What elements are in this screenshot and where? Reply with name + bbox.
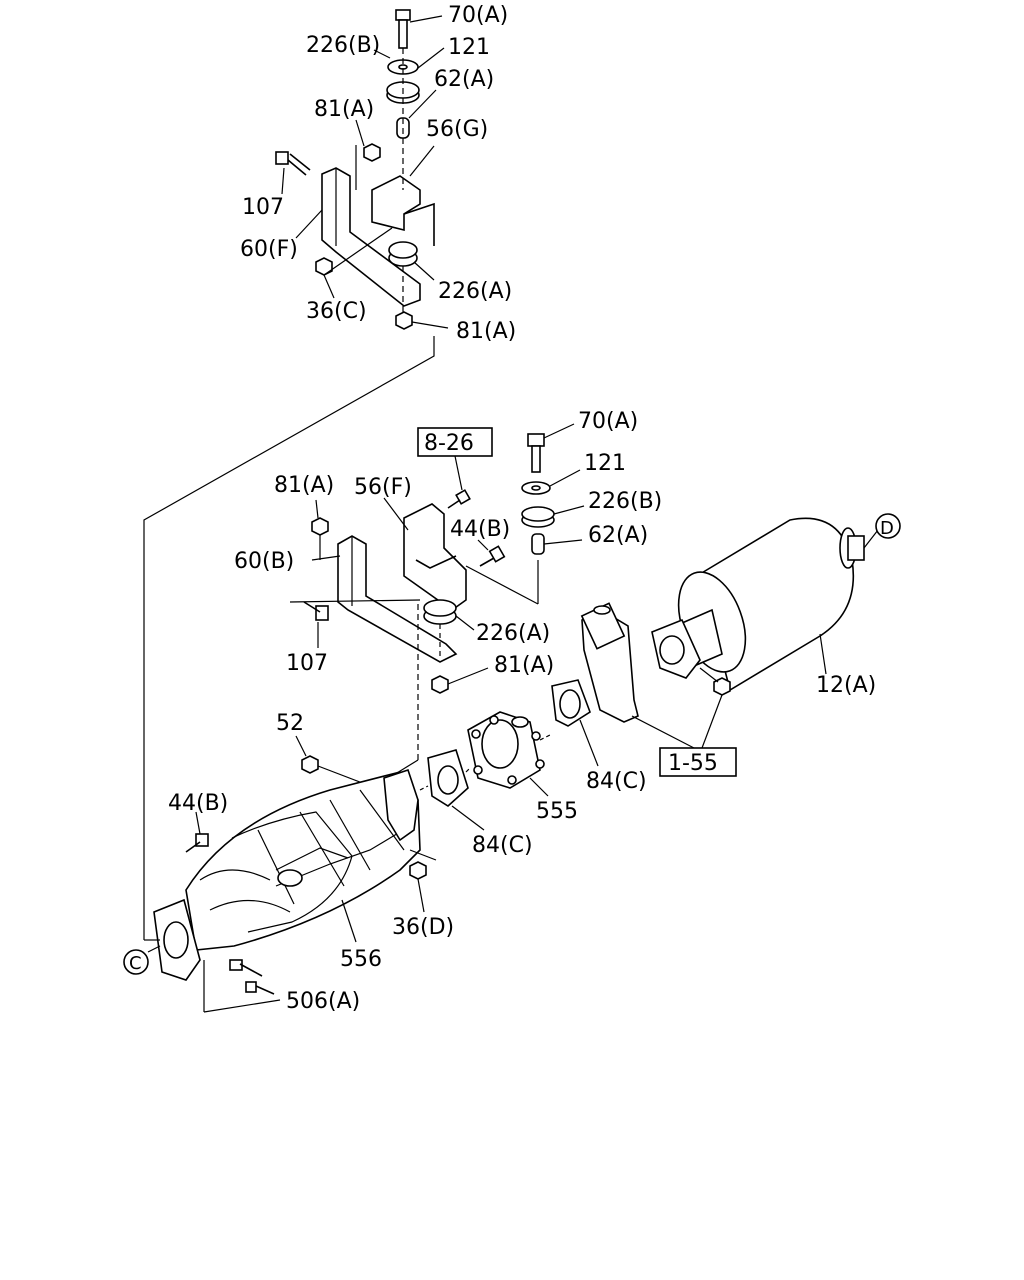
callout-556: 556: [340, 947, 382, 972]
ref-8-26-label: 8-26: [424, 431, 474, 456]
callout-107-mid: 107: [286, 651, 328, 676]
callout-81a-mid-lower: 81(A): [494, 653, 554, 678]
callout-36c-top: 36(C): [306, 299, 367, 324]
callout-226a-mid: 226(A): [476, 621, 550, 646]
callout-52: 52: [276, 711, 304, 736]
top-leader-lines: [281, 15, 449, 329]
callout-121-top: 121: [448, 35, 490, 60]
callout-121-mid: 121: [584, 451, 626, 476]
callout-12a: 12(A): [816, 673, 876, 698]
callout-81a-mid: 81(A): [274, 473, 334, 498]
ref-box-8-26[interactable]: 8-26: [424, 431, 474, 456]
callout-36d: 36(D): [392, 915, 454, 940]
callout-62a-top: 62(A): [434, 67, 494, 92]
callout-60b-mid: 60(B): [234, 549, 294, 574]
connector-c-label: C: [129, 953, 142, 974]
callout-60f-top: 60(F): [240, 237, 298, 262]
callout-506a: 506(A): [286, 989, 360, 1014]
callout-81a-top-lower: 81(A): [456, 319, 516, 344]
connector-d-label: D: [880, 518, 894, 539]
ref-box-1-55[interactable]: 1-55: [668, 751, 718, 776]
callout-81a-top: 81(A): [314, 97, 374, 122]
callout-84c-right: 84(C): [586, 769, 647, 794]
lower-leader-lines: [195, 719, 599, 943]
callout-44b-low: 44(B): [168, 791, 228, 816]
lower-assembly: [123, 679, 591, 1013]
middle-mount-assembly: [289, 427, 555, 777]
callout-107-top: 107: [242, 195, 284, 220]
callout-84c-left: 84(C): [472, 833, 533, 858]
callout-56g-top: 56(G): [426, 117, 488, 142]
callout-44b-mid: 44(B): [450, 517, 510, 542]
callout-70a-top: 70(A): [448, 3, 508, 28]
callout-70a-mid: 70(A): [578, 409, 638, 434]
callout-226a-top: 226(A): [438, 279, 512, 304]
middle-leader-lines: [311, 423, 585, 685]
callout-555: 555: [536, 799, 578, 824]
ref-1-55-label: 1-55: [668, 751, 718, 776]
top-mount-assembly: [143, 9, 435, 940]
callout-226b-top: 226(B): [306, 33, 380, 58]
callout-56f-mid: 56(F): [354, 475, 412, 500]
callout-226b-mid: 226(B): [588, 489, 662, 514]
callout-62a-mid: 62(A): [588, 523, 648, 548]
muffler-assembly: [580, 513, 901, 777]
